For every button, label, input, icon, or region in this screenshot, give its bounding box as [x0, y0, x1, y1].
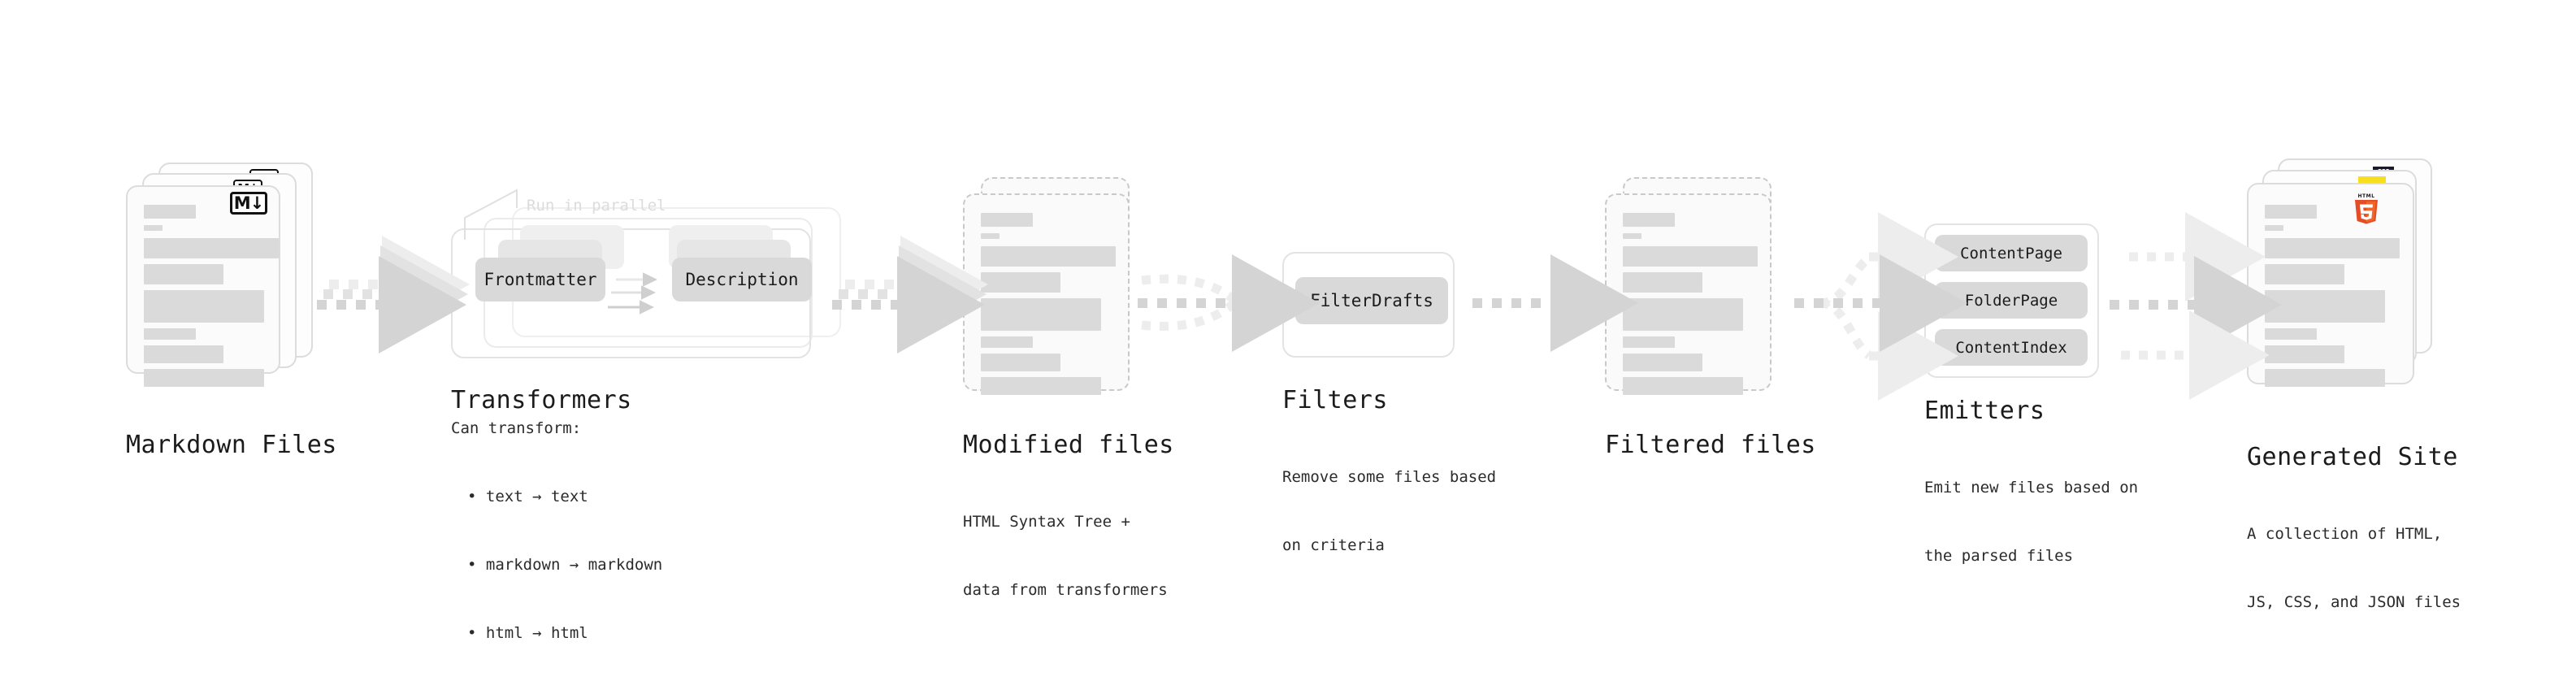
skeleton-bar [2265, 345, 2344, 363]
markdown-files-stack: M↓ M↓ M↓ [126, 163, 313, 406]
arrow-filtered-files-to-emitters [1794, 212, 1967, 401]
stage-title-emitters: Emitters [1924, 397, 2045, 425]
transformers-stack: Frontmatter Description [451, 207, 857, 362]
skeleton-bar [2265, 369, 2385, 387]
filters-stack: FilterDrafts [1282, 252, 1477, 366]
subtitle-line: JS, CSS, and JSON files [2247, 593, 2461, 611]
skeleton-bar [981, 377, 1101, 395]
run-in-parallel-annotation: Run in parallel [527, 197, 666, 215]
skeleton-bar [1623, 354, 1702, 371]
html5-badge: HTML [2353, 192, 2380, 224]
skeleton-bar [144, 369, 264, 387]
skeleton-bar [1623, 377, 1743, 395]
stage-title-modified-files: Modified files [963, 431, 1174, 459]
arrow-markdown-to-transformers [317, 236, 470, 354]
svg-text:HTML: HTML [2358, 193, 2375, 199]
stage-title-filters: Filters [1282, 386, 1388, 414]
html5-badge-icon: HTML [2355, 193, 2378, 224]
skeleton-bar [2265, 205, 2317, 219]
skeleton-bar [144, 328, 196, 340]
transformers-subtitle: Can transform: [451, 419, 582, 437]
filters-subtitle: Remove some files based on criteria [1282, 420, 1496, 602]
skeleton-bar [144, 264, 223, 284]
transformers-bullets: • text → text • markdown → markdown • ht… [451, 440, 662, 681]
skeleton-bar [144, 290, 264, 323]
skeleton-bar [1623, 298, 1743, 331]
stage-title-generated-site: Generated Site [2247, 443, 2458, 471]
filtered-file-card-front [1605, 193, 1772, 395]
filter-node-filterdrafts[interactable]: FilterDrafts [1295, 277, 1448, 324]
skeleton-bar [981, 233, 1000, 239]
subtitle-line: on criteria [1282, 536, 1385, 554]
skeleton-bar [981, 272, 1060, 293]
skeleton-bar [981, 336, 1033, 348]
emitter-node-contentindex[interactable]: ContentIndex [1935, 329, 2088, 366]
emitters-stack: ContentPage FolderPage ContentIndex [1924, 223, 2136, 394]
skeleton-bar [2265, 225, 2283, 231]
subtitle-line: HTML Syntax Tree + [963, 513, 1130, 531]
modified-files-stack [963, 177, 1150, 421]
skeleton-bar [1623, 246, 1758, 267]
generated-file-card-html [2247, 183, 2414, 387]
arrow-modified-files-to-filters [1138, 254, 1320, 352]
bullet-item: • markdown → markdown [467, 556, 663, 574]
skeleton-bar [2265, 328, 2317, 340]
skeleton-bar [2265, 264, 2344, 284]
skeleton-bar [2265, 290, 2385, 323]
skeleton-bar [981, 354, 1060, 371]
stage-title-transformers: Transformers [451, 386, 632, 414]
generated-site-subtitle: A collection of HTML, JS, CSS, and JSON … [2247, 477, 2461, 659]
transformer-node-frontmatter[interactable]: Frontmatter [475, 258, 605, 301]
transformer-node-description[interactable]: Description [672, 258, 812, 301]
bullet-item: • html → html [467, 624, 588, 642]
bullet-item: • text → text [467, 488, 588, 505]
markdown-badge: M↓ [230, 192, 267, 215]
emitters-subtitle: Emit new files based on the parsed files [1924, 431, 2138, 613]
skeleton-bar [1623, 213, 1675, 227]
skeleton-bar [1623, 233, 1641, 239]
emitter-node-contentpage[interactable]: ContentPage [1935, 235, 2088, 271]
modified-files-subtitle: HTML Syntax Tree + data from transformer… [963, 465, 1168, 647]
subtitle-line: the parsed files [1924, 547, 2074, 565]
skeleton-bar [981, 298, 1101, 331]
skeleton-bar [2265, 238, 2400, 258]
skeleton-bar [144, 345, 223, 363]
skeleton-bar [1623, 272, 1702, 293]
modified-file-card-front [963, 193, 1130, 395]
emitter-node-folderpage[interactable]: FolderPage [1935, 282, 2088, 319]
generated-site-stack: CSS HTML [2247, 158, 2458, 419]
subtitle-line: Remove some files based [1282, 468, 1497, 486]
subtitle-line: data from transformers [963, 581, 1168, 599]
stage-title-markdown-files: Markdown Files [126, 431, 337, 459]
skeleton-bar [144, 238, 279, 258]
skeleton-bar [144, 225, 163, 231]
filtered-files-stack [1605, 177, 1792, 421]
skeleton-bar [144, 205, 196, 219]
skeleton-bar [981, 213, 1033, 227]
stage-title-filtered-files: Filtered files [1605, 431, 1816, 459]
markdown-file-card-front [126, 185, 280, 387]
subtitle-line: A collection of HTML, [2247, 525, 2443, 543]
subtitle-line: Emit new files based on [1924, 479, 2139, 497]
skeleton-bar [981, 246, 1116, 267]
skeleton-bar [1623, 336, 1675, 348]
